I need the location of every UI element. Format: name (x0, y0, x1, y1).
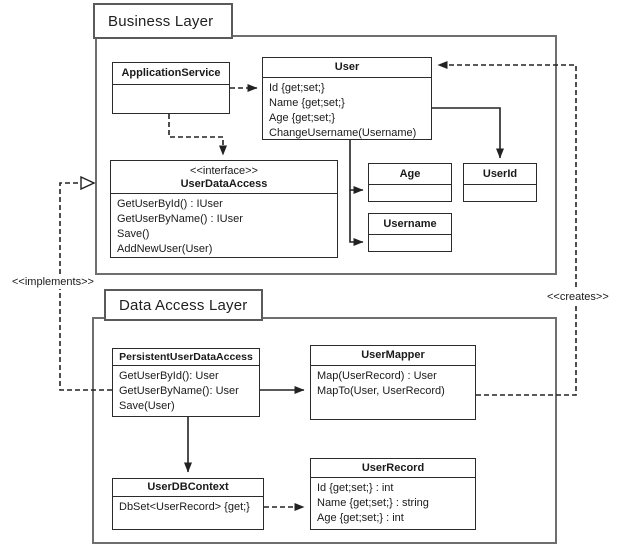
class-username-header: Username (369, 214, 451, 235)
class-persistentuserdataaccess-member: GetUserByName(): User (119, 385, 239, 397)
class-userrecord-body: Id {get;set;} : int Name {get;set;} : st… (311, 478, 475, 526)
class-userdataaccess: <<interface>> UserDataAccess GetUserById… (110, 160, 338, 258)
class-userdbcontext-name: UserDBContext (147, 481, 229, 493)
class-usermapper-name: UserMapper (361, 349, 425, 361)
class-userdbcontext-header: UserDBContext (113, 479, 263, 497)
data-access-layer-container (92, 317, 557, 544)
data-access-layer-title: Data Access Layer (104, 289, 263, 321)
class-usermapper-member: MapTo(User, UserRecord) (317, 385, 445, 397)
class-applicationservice: ApplicationService (112, 62, 230, 114)
class-userdataaccess-body: GetUserById() : IUser GetUserByName() : … (111, 194, 337, 257)
class-userdataaccess-member: GetUserByName() : IUser (117, 213, 243, 225)
business-layer-title-text: Business Layer (108, 12, 214, 30)
class-userid-body (464, 185, 536, 188)
class-userrecord-member: Id {get;set;} : int (317, 482, 394, 494)
class-usermapper: UserMapper Map(UserRecord) : User MapTo(… (310, 345, 476, 420)
class-username-body (369, 235, 451, 238)
class-userid: UserId (463, 163, 537, 202)
class-age-name: Age (399, 167, 421, 180)
class-userdataaccess-name: UserDataAccess (180, 177, 268, 190)
class-userdbcontext: UserDBContext DbSet<UserRecord> {get;} (112, 478, 264, 530)
class-applicationservice-name: ApplicationService (121, 67, 221, 79)
class-user-member: Age {get;set;} (269, 112, 336, 124)
class-userid-header: UserId (464, 164, 536, 185)
class-userid-name: UserId (482, 167, 518, 180)
class-user-member: Name {get;set;} (269, 97, 345, 109)
class-user-member: Id {get;set;} (269, 82, 325, 94)
data-access-layer-title-text: Data Access Layer (119, 296, 248, 314)
class-persistentuserdataaccess: PersistentUserDataAccess GetUserById(): … (112, 348, 260, 417)
class-userdbcontext-member: DbSet<UserRecord> {get;} (119, 501, 250, 513)
class-user-name: User (334, 61, 360, 73)
class-age-header: Age (369, 164, 451, 185)
class-user-member: ChangeUsername(Username) (269, 127, 417, 139)
class-username-name: Username (383, 217, 437, 230)
class-userdataaccess-stereotype: <<interface>> (190, 164, 258, 177)
class-usermapper-body: Map(UserRecord) : User MapTo(User, UserR… (311, 366, 475, 399)
implements-label: <<implements>> (10, 275, 96, 289)
creates-label: <<creates>> (545, 290, 611, 304)
class-userdataaccess-member: GetUserById() : IUser (117, 198, 223, 210)
class-usermapper-header: UserMapper (311, 346, 475, 366)
class-userdataaccess-member: Save() (117, 228, 150, 240)
class-userdataaccess-header: <<interface>> UserDataAccess (111, 161, 337, 194)
class-userdbcontext-body: DbSet<UserRecord> {get;} (113, 497, 263, 515)
class-applicationservice-header: ApplicationService (113, 63, 229, 85)
class-applicationservice-body (113, 85, 229, 88)
class-persistentuserdataaccess-header: PersistentUserDataAccess (113, 349, 259, 366)
business-layer-title: Business Layer (93, 3, 233, 39)
class-username: Username (368, 213, 452, 252)
class-userrecord-name: UserRecord (361, 461, 425, 474)
class-user-header: User (263, 58, 431, 78)
class-age: Age (368, 163, 452, 202)
class-userrecord: UserRecord Id {get;set;} : int Name {get… (310, 458, 476, 530)
class-persistentuserdataaccess-member: Save(User) (119, 400, 175, 412)
class-userdataaccess-member: AddNewUser(User) (117, 243, 213, 255)
class-usermapper-member: Map(UserRecord) : User (317, 370, 437, 382)
class-userrecord-member: Name {get;set;} : string (317, 497, 429, 509)
class-persistentuserdataaccess-member: GetUserById(): User (119, 370, 219, 382)
class-userrecord-header: UserRecord (311, 459, 475, 478)
class-userrecord-member: Age {get;set;} : int (317, 512, 404, 524)
class-persistentuserdataaccess-body: GetUserById(): User GetUserByName(): Use… (113, 366, 259, 414)
class-age-body (369, 185, 451, 188)
class-persistentuserdataaccess-name: PersistentUserDataAccess (119, 350, 253, 363)
class-user: User Id {get;set;} Name {get;set;} Age {… (262, 57, 432, 140)
class-user-body: Id {get;set;} Name {get;set;} Age {get;s… (263, 78, 431, 141)
